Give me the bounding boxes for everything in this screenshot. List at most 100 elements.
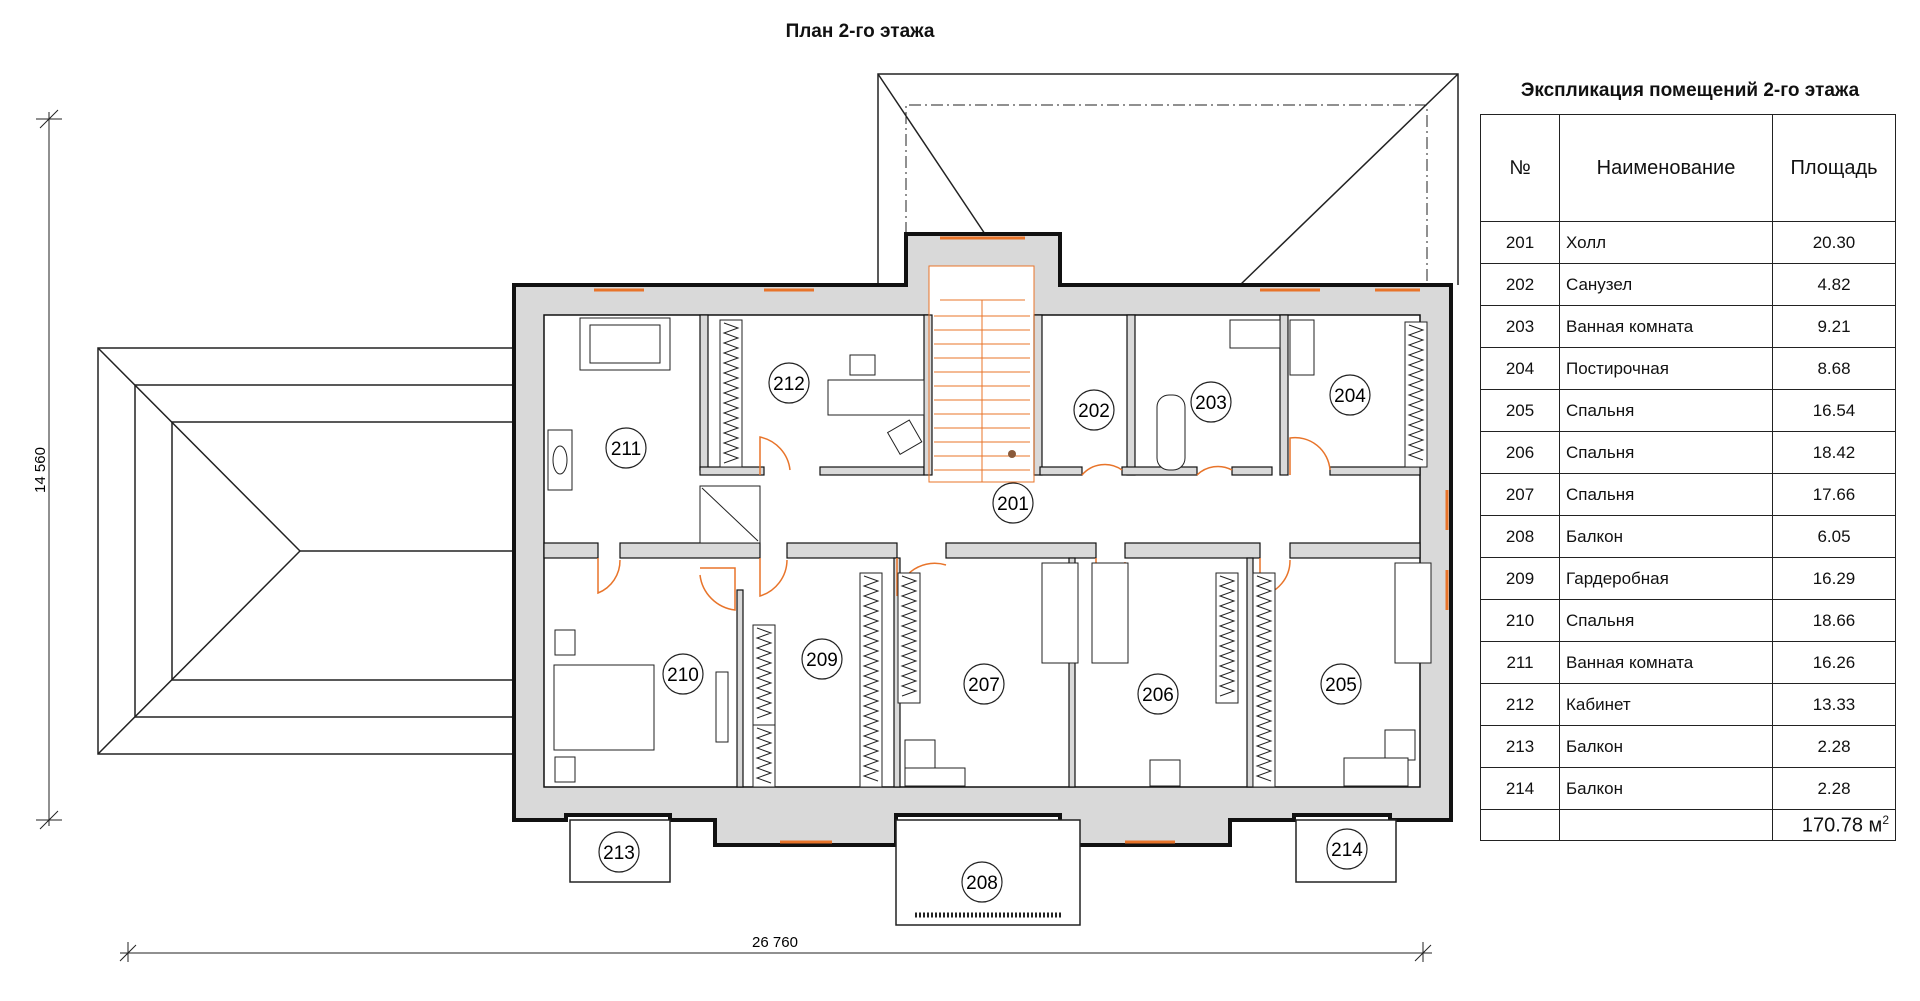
cell-name: Спальня bbox=[1559, 599, 1773, 642]
cell-area: 9.21 bbox=[1772, 305, 1896, 348]
bath bbox=[1156, 394, 1186, 471]
cell-name: Постирочная bbox=[1559, 347, 1773, 390]
cell-name: Гардеробная bbox=[1559, 557, 1773, 600]
left-roof bbox=[97, 347, 516, 755]
cell-name: Спальня bbox=[1559, 389, 1773, 432]
room-marker-214 bbox=[1326, 828, 1368, 870]
cell-area: 16.26 bbox=[1772, 641, 1896, 684]
stair-marker bbox=[1008, 450, 1016, 458]
cell-number: 201 bbox=[1480, 221, 1560, 264]
cell-area: 2.28 bbox=[1772, 725, 1896, 768]
cell-number: 208 bbox=[1480, 515, 1560, 558]
total-area-value: 170.78 м bbox=[1801, 814, 1883, 837]
room-number-205: 205 bbox=[1325, 675, 1357, 696]
bed-210 bbox=[553, 664, 655, 751]
cell-number: 202 bbox=[1480, 263, 1560, 306]
room-number-208: 208 bbox=[966, 873, 998, 894]
room-number-201: 201 bbox=[997, 494, 1029, 515]
room-number-206: 206 bbox=[1142, 685, 1174, 706]
cell-number: 205 bbox=[1480, 389, 1560, 432]
room-marker-210 bbox=[662, 653, 704, 695]
cell-number: 212 bbox=[1480, 683, 1560, 726]
cell-number: 211 bbox=[1480, 641, 1560, 684]
cell-name: Спальня bbox=[1559, 473, 1773, 516]
header-number: № bbox=[1480, 114, 1560, 222]
cell-area: 8.68 bbox=[1772, 347, 1896, 390]
cell-name: Спальня bbox=[1559, 431, 1773, 474]
wardrobe-hatch bbox=[755, 627, 773, 719]
room-marker-201 bbox=[992, 482, 1034, 524]
explication-title: Экспликация помещений 2-го этажа bbox=[1520, 80, 1860, 101]
wardrobe-hatch bbox=[1255, 575, 1273, 782]
cell-area: 4.82 bbox=[1772, 263, 1896, 306]
total-area-unit-sup: 2 bbox=[1882, 812, 1889, 827]
wardrobe-hatch bbox=[1407, 324, 1425, 461]
cell-area: 17.66 bbox=[1772, 473, 1896, 516]
cell-area: 16.29 bbox=[1772, 557, 1896, 600]
room-number-203: 203 bbox=[1195, 393, 1227, 414]
room-number-211: 211 bbox=[611, 439, 641, 460]
windows bbox=[594, 236, 1449, 844]
room-number-210: 210 bbox=[667, 665, 699, 686]
cell-name: Ванная комната bbox=[1559, 641, 1773, 684]
table-header-row: № Наименование Площадь bbox=[1480, 114, 1896, 222]
cell-area: 20.30 bbox=[1772, 221, 1896, 264]
cell-area: 2.28 bbox=[1772, 767, 1896, 810]
room-marker-209 bbox=[801, 638, 843, 680]
interior-walls bbox=[543, 314, 1421, 788]
cell-area: 6.05 bbox=[1772, 515, 1896, 558]
cell-name: Балкон bbox=[1559, 767, 1773, 810]
room-number-207: 207 bbox=[968, 675, 1000, 696]
room-marker-206 bbox=[1137, 673, 1179, 715]
cell-number: 204 bbox=[1480, 347, 1560, 390]
cell-number: 214 bbox=[1480, 767, 1560, 810]
wardrobe-hatch bbox=[722, 322, 740, 464]
room-marker-208 bbox=[961, 861, 1003, 903]
header-area: Площадь bbox=[1772, 114, 1896, 222]
room-marker-211 bbox=[605, 427, 647, 469]
cell-number: 209 bbox=[1480, 557, 1560, 600]
room-marker-205 bbox=[1320, 663, 1362, 705]
room-marker-213 bbox=[598, 831, 640, 873]
wardrobe-hatch bbox=[1218, 575, 1236, 697]
cell-name: Кабинет bbox=[1559, 683, 1773, 726]
bed-206 bbox=[1091, 562, 1129, 664]
room-marker-207 bbox=[963, 663, 1005, 705]
cell-area: 16.54 bbox=[1772, 389, 1896, 432]
room-number-214: 214 bbox=[1331, 840, 1363, 861]
cell-number: 203 bbox=[1480, 305, 1560, 348]
cell-number: 207 bbox=[1480, 473, 1560, 516]
table-total-row: 170.78 м2 bbox=[1480, 809, 1896, 841]
room-number-212: 212 bbox=[773, 374, 805, 395]
cell-number: 213 bbox=[1480, 725, 1560, 768]
cell-area: 18.42 bbox=[1772, 431, 1896, 474]
cell-name: Балкон bbox=[1559, 725, 1773, 768]
room-marker-202 bbox=[1073, 389, 1115, 431]
room-marker-212 bbox=[768, 362, 810, 404]
dimension-width bbox=[119, 942, 1432, 962]
dimension-width-label: 26 760 bbox=[752, 934, 798, 951]
wardrobe-hatch bbox=[755, 727, 773, 784]
cell-area: 18.66 bbox=[1772, 599, 1896, 642]
room-marker-204 bbox=[1329, 374, 1371, 416]
wardrobes bbox=[719, 319, 1428, 788]
dimension-height bbox=[36, 109, 62, 830]
dimension-height-label: 14 560 bbox=[32, 447, 49, 493]
cell-name: Санузел bbox=[1559, 263, 1773, 306]
wardrobe-hatch bbox=[900, 575, 918, 697]
bed-207 bbox=[1041, 562, 1079, 664]
